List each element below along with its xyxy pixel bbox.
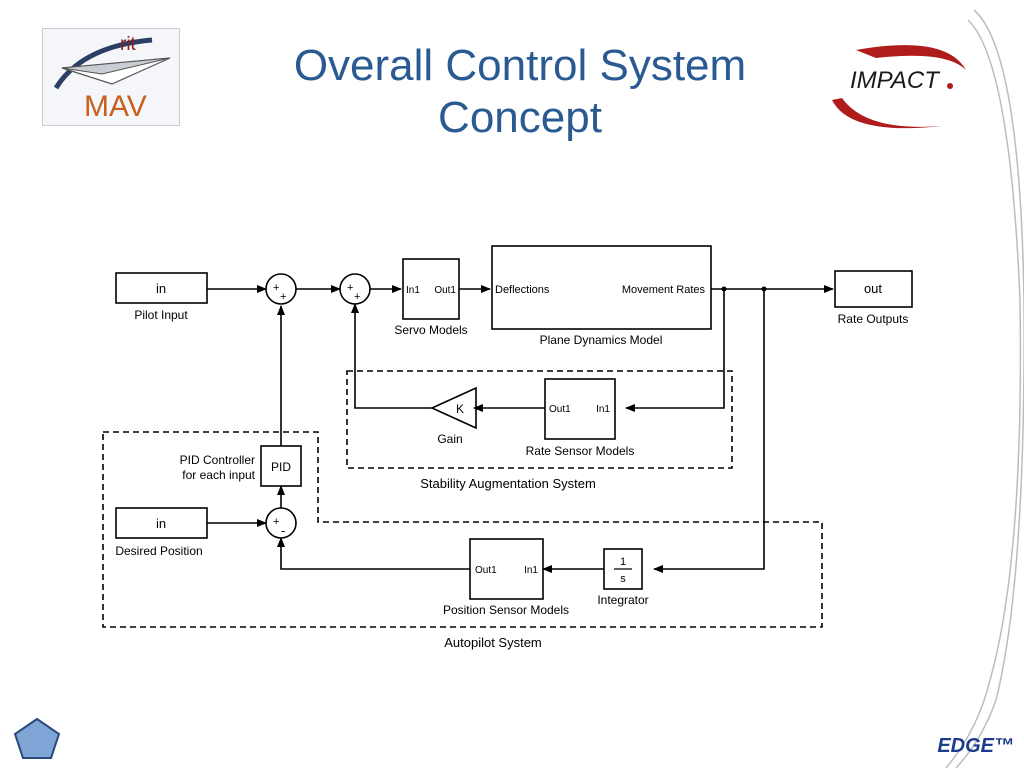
- sum3-sign-bottom: -: [281, 523, 285, 538]
- servo-block: [402, 258, 460, 320]
- desired-position-block: [115, 507, 208, 539]
- plane-out-port: Movement Rates: [622, 284, 706, 296]
- desired-position-text: in: [156, 516, 166, 531]
- logo-impact-text: IMPACT: [850, 67, 941, 94]
- sum-junction-2: [339, 273, 371, 305]
- branch-point-rate: [721, 286, 727, 292]
- rit-mav-logo: rit MAV: [42, 28, 180, 126]
- rate-sensor-in-port: In1: [596, 404, 610, 415]
- sum-junction-3: [265, 507, 297, 539]
- impact-logo: IMPACT: [832, 45, 966, 129]
- rate-sensor-label: Rate Sensor Models: [526, 444, 635, 458]
- servo-label: Servo Models: [394, 323, 467, 337]
- sum3-sign-left: +: [273, 516, 279, 528]
- integrator-denominator: s: [620, 573, 626, 585]
- integrator-label: Integrator: [597, 593, 648, 607]
- output-block: [834, 270, 913, 308]
- decorative-curves: [945, 9, 1024, 768]
- plane-label: Plane Dynamics Model: [540, 333, 663, 347]
- edge-footer-logo: EDGE™: [937, 735, 1014, 757]
- position-sensor-in-port: In1: [524, 565, 538, 576]
- servo-in-port: In1: [406, 285, 420, 296]
- pid-label-line1: PID Controller: [180, 453, 255, 467]
- wire-rate-feedback: [625, 289, 725, 412]
- pid-block: [260, 445, 302, 487]
- page-title: Overall Control System Concept: [220, 40, 820, 144]
- branch-point-position: [761, 286, 767, 292]
- gain-text: K: [456, 402, 464, 416]
- rate-sensor-out-port: Out1: [549, 404, 571, 415]
- logo-mav-text: MAV: [84, 90, 147, 123]
- wire-gain-to-sum2: [351, 303, 432, 409]
- pilot-input-block: [115, 272, 208, 304]
- sum2-sign-bottom: +: [354, 291, 360, 303]
- position-sensor-out-port: Out1: [475, 565, 497, 576]
- title-line-1: Overall Control System: [293, 41, 747, 90]
- stability-augmentation-subsystem-box: [346, 370, 733, 469]
- output-label: Rate Outputs: [838, 312, 909, 326]
- output-text: out: [864, 281, 882, 296]
- sum2-sign-left: +: [347, 282, 353, 294]
- pilot-input-label: Pilot Input: [134, 308, 188, 322]
- servo-out-port: Out1: [434, 285, 456, 296]
- plane-dynamics-block: [491, 245, 712, 330]
- position-sensor-label: Position Sensor Models: [443, 603, 569, 617]
- wire-position-feedback: [653, 289, 765, 573]
- sum1-sign-bottom: +: [280, 291, 286, 303]
- sum-junction-1: [265, 273, 297, 305]
- desired-position-label: Desired Position: [115, 544, 202, 558]
- autopilot-subsystem-label: Autopilot System: [444, 635, 542, 650]
- autopilot-subsystem-box: [102, 431, 823, 628]
- pentagon-icon[interactable]: [12, 716, 62, 760]
- plane-in-port: Deflections: [495, 284, 550, 296]
- integrator-numerator: 1: [620, 556, 626, 568]
- integrator-block: [603, 548, 643, 590]
- logo-rit-text: rit: [120, 34, 137, 55]
- gain-label: Gain: [437, 432, 462, 446]
- rate-sensor-block: [544, 378, 616, 440]
- pid-text: PID: [271, 460, 291, 474]
- position-sensor-block: [469, 538, 544, 600]
- gain-block: [430, 386, 477, 430]
- pilot-input-text: in: [156, 281, 166, 296]
- title-line-2: Concept: [438, 93, 602, 142]
- sum1-sign-left: +: [273, 282, 279, 294]
- wire-position-sensor-to-sum3: [277, 537, 470, 570]
- stability-subsystem-label: Stability Augmentation System: [420, 476, 596, 491]
- pid-label-line2: for each input: [182, 468, 255, 482]
